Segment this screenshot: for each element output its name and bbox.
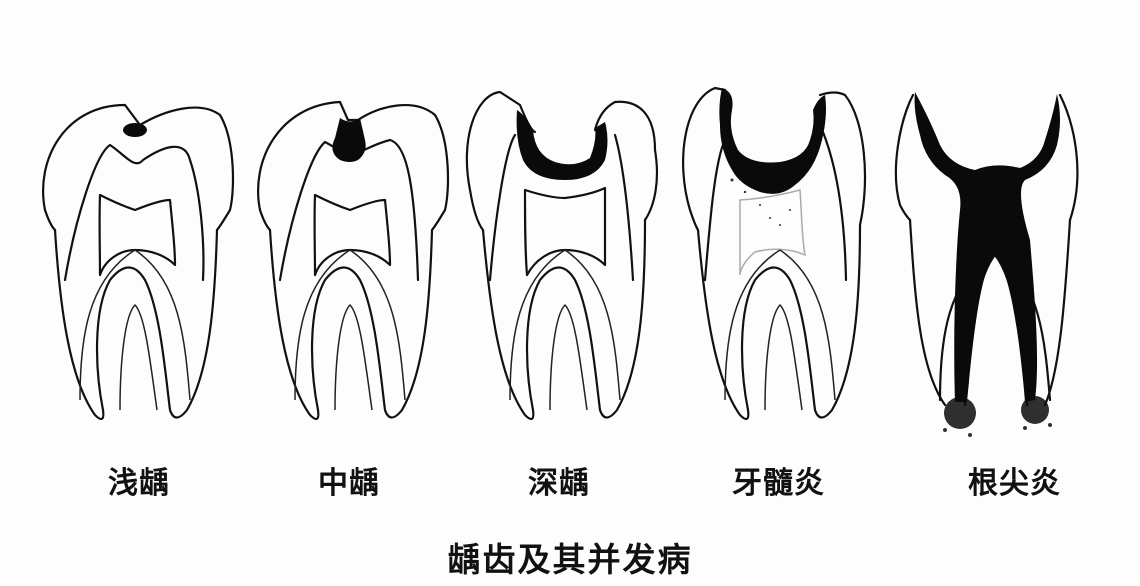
stage-label-periapical: 根尖炎 <box>968 466 1061 501</box>
tooth-medium-caries <box>240 80 460 450</box>
tooth-shallow-caries <box>25 80 245 450</box>
stage-label-medium: 中龋 <box>318 466 380 501</box>
tooth-periapical <box>885 80 1105 450</box>
diagram-title: 龋齿及其并发病 <box>447 540 693 579</box>
tooth-deep-caries <box>455 80 675 450</box>
stage-label-pulpitis: 牙髓炎 <box>732 466 825 501</box>
stage-label-shallow: 浅龋 <box>108 466 170 501</box>
stage-label-deep: 深龋 <box>528 466 590 501</box>
tooth-pulpitis <box>670 80 890 450</box>
